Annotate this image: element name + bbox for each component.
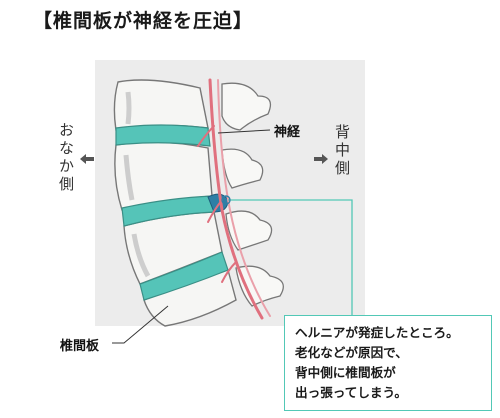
label-back-side: 背中側 xyxy=(333,124,351,178)
label-belly-side: おなか側 xyxy=(57,122,75,194)
disc-1 xyxy=(115,124,211,147)
nerve-root xyxy=(197,78,271,320)
callout-leader-line xyxy=(228,199,353,316)
callout-line-1: ヘルニアが発症したところ。 xyxy=(295,325,459,340)
arrow-right-icon xyxy=(314,154,328,164)
herniation-callout: ヘルニアが発症したところ。 老化などが原因で、 背中側に椎間板が 出っ張ってしま… xyxy=(284,315,492,411)
direction-arrows xyxy=(80,154,328,164)
herniation-marker xyxy=(221,195,231,205)
vertebral-bodies xyxy=(113,79,237,327)
arrow-left-icon xyxy=(80,154,94,164)
callout-line-3: 背中側に椎間板が xyxy=(295,365,396,380)
label-nerve: 神経 xyxy=(274,125,301,140)
figure-title: 【椎間板が神経を圧迫】 xyxy=(33,10,254,32)
disc-leader-line xyxy=(112,305,169,344)
posterior-elements xyxy=(221,82,284,307)
callout-line-4: 出っ張ってしまう。 xyxy=(295,385,407,400)
label-disc: 椎間板 xyxy=(60,339,100,354)
nerve-leader-line xyxy=(217,129,271,134)
callout-line-2: 老化などが原因で、 xyxy=(295,345,408,360)
